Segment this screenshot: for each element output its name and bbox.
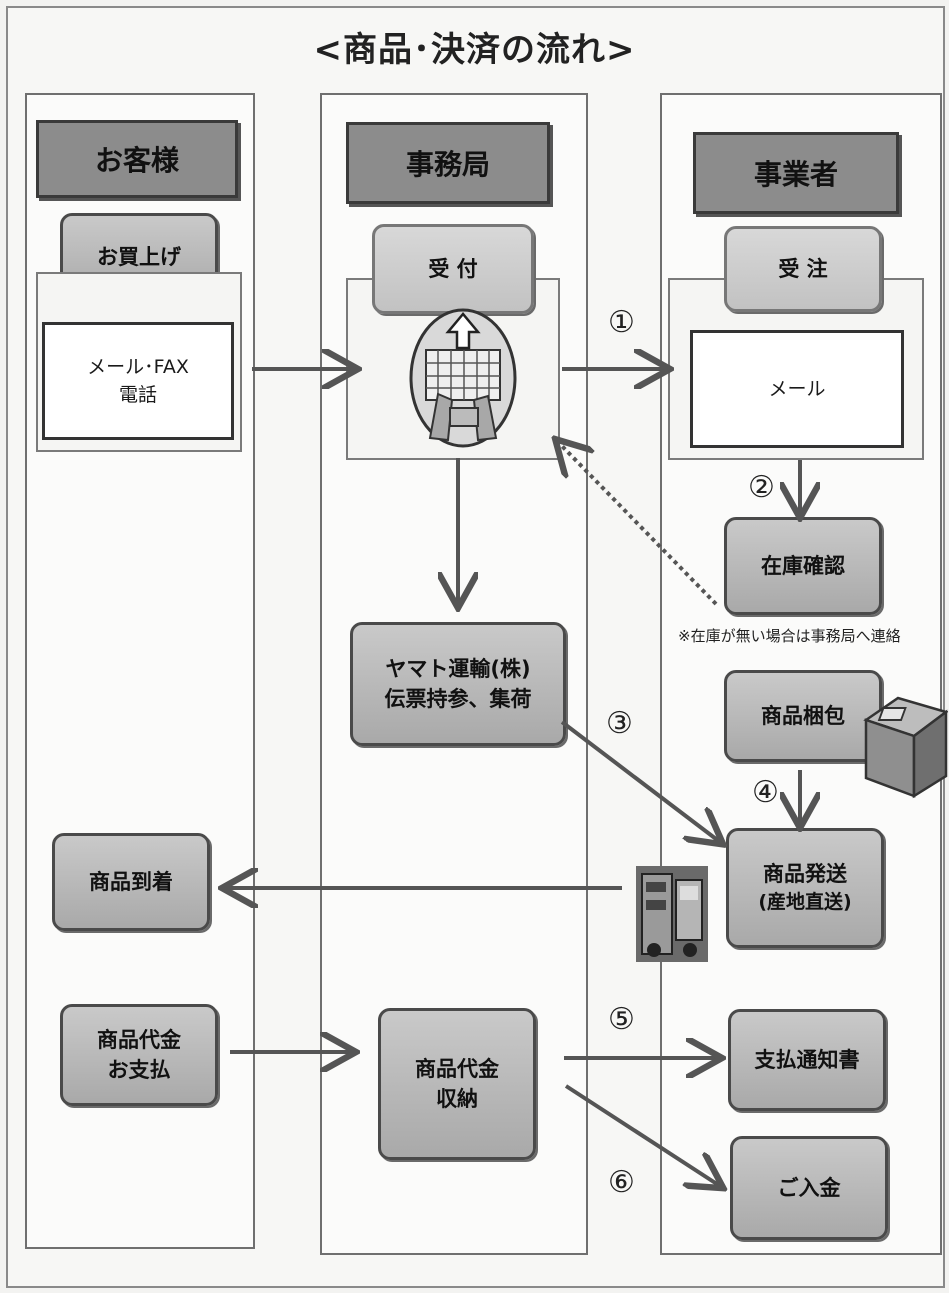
shipping-line-1: 商品発送 xyxy=(763,862,847,886)
stock-note: ※在庫が無い場合は事務局へ連絡 xyxy=(678,627,901,645)
collection-line-2: 収納 xyxy=(436,1087,478,1111)
step-5-label: ⑤ xyxy=(608,1002,635,1037)
yamato-line-2: 伝票持参、集荷 xyxy=(384,687,532,711)
arrival-box: 商品到着 xyxy=(52,833,210,931)
keyboard-input-icon xyxy=(408,308,518,448)
payment-notice-box: 支払通知書 xyxy=(728,1009,886,1111)
customer-header: お客様 xyxy=(36,120,238,198)
yamato-pickup-box: ヤマト運輸(株) 伝票持参、集荷 xyxy=(350,622,566,746)
shipping-box: 商品発送 (産地直送) xyxy=(726,828,884,948)
delivery-truck-icon xyxy=(636,866,708,962)
package-box-icon xyxy=(858,690,949,800)
business-header: 事業者 xyxy=(693,132,899,214)
stock-check-box: 在庫確認 xyxy=(724,517,882,615)
order-box: 受 注 xyxy=(724,226,882,312)
arrow-stock-to-reception-dotted xyxy=(558,442,718,606)
office-header: 事務局 xyxy=(346,122,550,204)
step-4-label: ④ xyxy=(752,775,779,810)
customer-payment-line-1: 商品代金 xyxy=(97,1027,181,1052)
collection-box: 商品代金 収納 xyxy=(378,1008,536,1160)
customer-payment-line-2: お支払 xyxy=(107,1058,171,1082)
deposit-box: ご入金 xyxy=(730,1136,888,1240)
shipping-line-2: (産地直送) xyxy=(758,891,852,914)
order-method-line-1: メール･FAX xyxy=(87,355,189,378)
arrow-yamato-to-shipping xyxy=(560,720,720,842)
arrow-collection-to-deposit xyxy=(564,1084,720,1186)
order-method-box: メール･FAX 電話 xyxy=(42,322,234,440)
yamato-line-1: ヤマト運輸(株) xyxy=(385,656,531,681)
step-2-label: ② xyxy=(748,470,775,505)
order-method-line-2: 電話 xyxy=(118,384,157,406)
step-6-label: ⑥ xyxy=(608,1165,635,1200)
customer-payment-box: 商品代金 お支払 xyxy=(60,1004,218,1106)
packing-box: 商品梱包 xyxy=(724,670,882,762)
collection-line-1: 商品代金 xyxy=(415,1056,499,1081)
diagram-title: <商品･決済の流れ> xyxy=(313,30,636,70)
step-3-label: ③ xyxy=(606,706,633,741)
step-1-label: ① xyxy=(608,305,635,340)
mail-box: メール xyxy=(690,330,904,448)
